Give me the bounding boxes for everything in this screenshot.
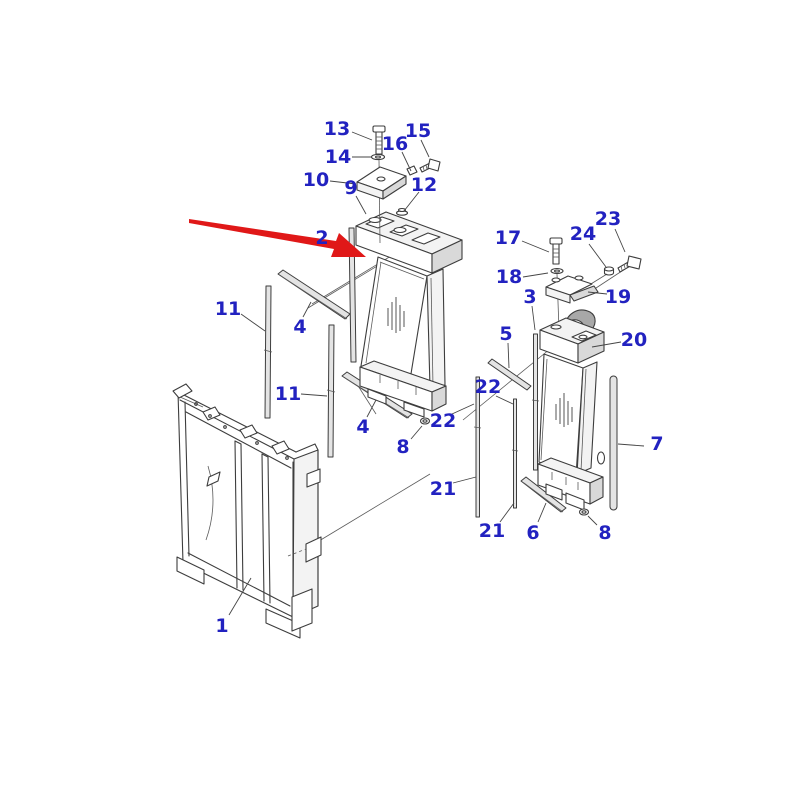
callout-leader-20 (591, 341, 622, 348)
callout-label-22: 22 (475, 376, 501, 398)
callout-leader-21 (499, 502, 515, 523)
callout-leader-18 (522, 272, 549, 278)
callout-leader-9 (355, 195, 367, 215)
callout-leader-22 (451, 403, 475, 415)
callout-label-7: 7 (650, 433, 663, 455)
callout-label-22: 22 (430, 410, 456, 432)
bolt-23 (617, 255, 642, 273)
callout-leader-8 (587, 515, 598, 526)
callout-label-8: 8 (598, 522, 611, 544)
callout-leader-5 (507, 342, 510, 369)
callout-label-17: 17 (495, 227, 521, 249)
core-fins-right (555, 393, 573, 427)
callout-leader-4 (302, 301, 312, 318)
callout-label-15: 15 (405, 120, 431, 142)
callout-label-10: 10 (303, 169, 329, 191)
callout-label-19: 19 (605, 286, 631, 308)
callout-leader-10 (329, 180, 357, 185)
radiator-middle-assembly (355, 207, 463, 425)
core-fins (387, 297, 405, 333)
callout-leader-12 (403, 191, 420, 212)
callout-label-11: 11 (275, 383, 301, 405)
washer-18 (550, 267, 564, 275)
seal-strip-5 (487, 358, 532, 391)
callout-label-11: 11 (215, 298, 241, 320)
callout-leader-16 (401, 151, 412, 172)
callout-leader-24 (588, 243, 607, 268)
washer-14 (370, 153, 386, 161)
bracket-19 (545, 275, 599, 304)
callout-leader-23 (614, 228, 626, 253)
callout-leader-15 (420, 139, 430, 158)
radiator-right-assembly (537, 309, 606, 516)
callout-label-23: 23 (595, 208, 621, 230)
callout-label-24: 24 (570, 223, 596, 245)
callout-label-18: 18 (496, 266, 522, 288)
bolt-17 (549, 237, 563, 265)
callout-label-14: 14 (325, 146, 351, 168)
callout-label-16: 16 (382, 133, 408, 155)
bracket-10 (356, 166, 407, 200)
callout-label-8: 8 (396, 436, 409, 458)
callout-leader-6 (537, 502, 547, 523)
seal-strip-6 (520, 476, 567, 513)
callout-label-2: 2 (315, 227, 328, 249)
callout-label-4: 4 (356, 416, 369, 438)
callout-leader-8 (410, 425, 423, 440)
callout-leader-11 (300, 393, 328, 397)
callout-label-5: 5 (499, 323, 512, 345)
callout-label-21: 21 (479, 520, 505, 542)
seal-strip-21-22-b (513, 398, 517, 509)
callout-leader-7 (617, 443, 645, 447)
callout-label-21: 21 (430, 478, 456, 500)
side-outlet-port (596, 451, 606, 465)
callout-leader-11 (240, 313, 266, 332)
seal-strip-2 (348, 227, 357, 363)
callout-leader-17 (521, 240, 550, 253)
bolt-15 (419, 158, 441, 173)
callout-leader-13 (351, 131, 373, 141)
filler-cap-12 (395, 207, 409, 216)
mounting-hardware-right (545, 237, 642, 331)
seal-strip-21-22-a (475, 376, 480, 518)
red-pointer-arrow (189, 219, 366, 257)
drain-plug-8-middle (419, 417, 431, 425)
callout-leader-1 (228, 577, 252, 616)
callout-leader-4 (366, 399, 377, 418)
drain-plug-8-right (578, 508, 590, 516)
callout-label-1: 1 (215, 615, 228, 637)
callout-label-4: 4 (293, 316, 306, 338)
nut-24 (603, 266, 615, 276)
callout-label-12: 12 (411, 174, 437, 196)
callout-label-20: 20 (621, 329, 647, 351)
frame-shroud-part-1 (172, 383, 322, 639)
seal-strip-7 (609, 375, 618, 511)
seal-strip-11a (264, 285, 272, 419)
seal-strip-3 (533, 333, 538, 471)
callout-leader-22 (495, 395, 514, 405)
callout-leader-19 (587, 291, 608, 295)
callout-label-6: 6 (526, 522, 539, 544)
callout-label-9: 9 (344, 177, 357, 199)
callout-label-13: 13 (324, 118, 350, 140)
bolt-13 (372, 125, 386, 155)
callout-leader-21 (452, 476, 477, 484)
seal-strip-4a (277, 269, 351, 320)
callout-label-3: 3 (523, 286, 536, 308)
mounting-hardware-middle (356, 125, 441, 244)
callout-leader-3 (531, 305, 536, 331)
